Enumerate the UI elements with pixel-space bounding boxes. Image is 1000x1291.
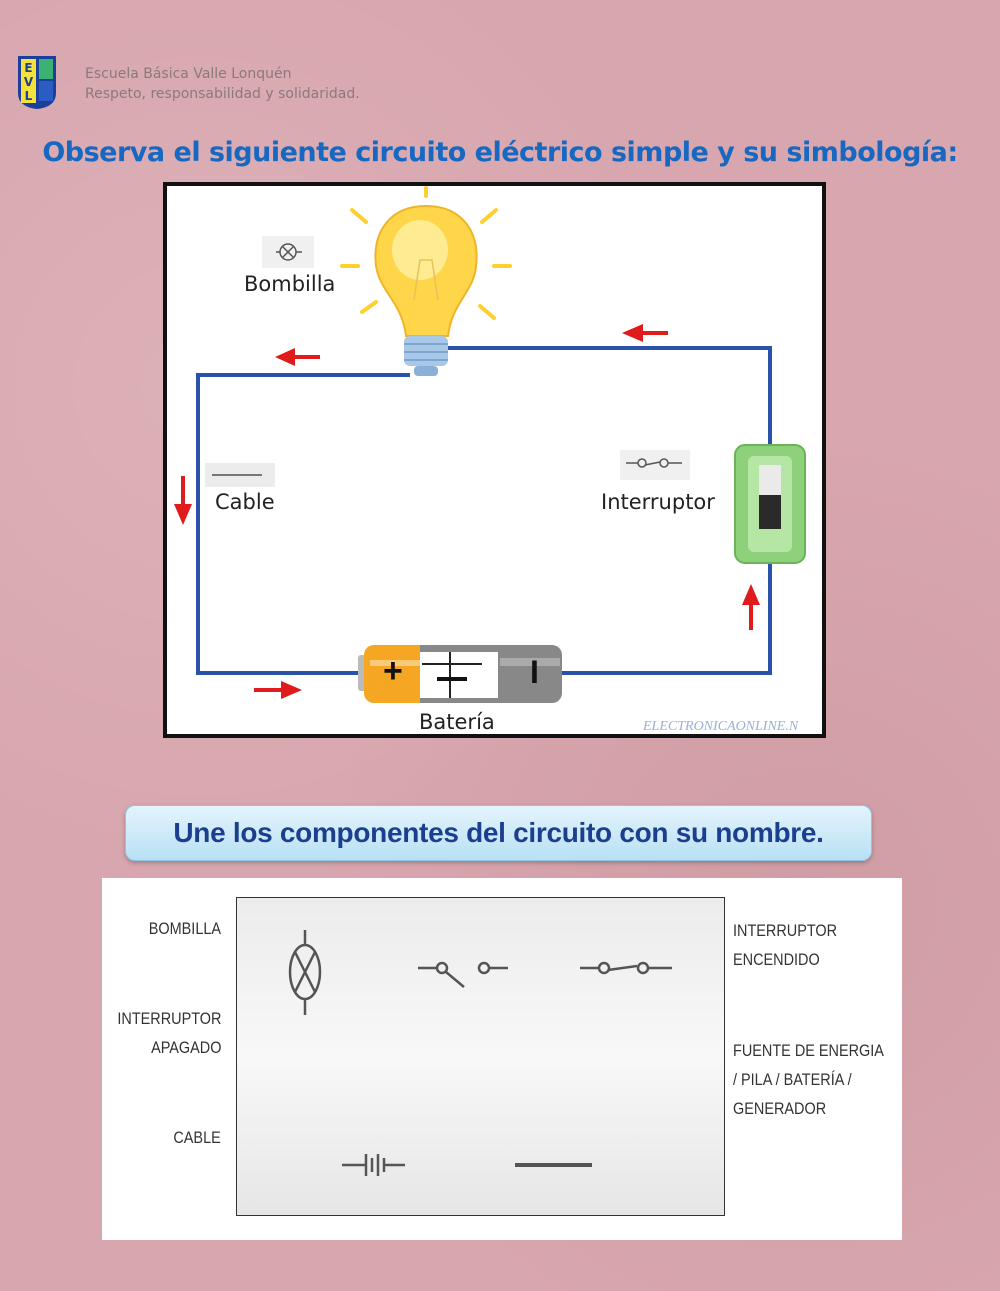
school-header: Escuela Básica Valle Lonquén Respeto, re… xyxy=(85,64,360,104)
watermark: ELECTRONICAONLINE.N xyxy=(643,719,799,734)
school-motto: Respeto, responsabilidad y solidaridad. xyxy=(85,86,360,102)
label-cable: Cable xyxy=(215,490,275,514)
left-label-bulb: BOMBILLA xyxy=(148,919,221,938)
page-title: Observa el siguiente circuito eléctrico … xyxy=(42,137,958,168)
svg-text:E: E xyxy=(24,61,32,75)
battery-minus: I xyxy=(530,654,539,690)
circuit-illustration xyxy=(163,182,826,738)
label-bulb: Bombilla xyxy=(244,272,336,296)
battery-plus: + xyxy=(383,652,403,690)
left-label-switch-off: INTERRUPTOR APAGADO xyxy=(116,1009,221,1057)
label-battery: Batería xyxy=(419,710,495,734)
symbols-box xyxy=(236,897,725,1216)
svg-text:L: L xyxy=(25,89,33,103)
school-logo: E V L xyxy=(17,55,57,110)
school-name: Escuela Básica Valle Lonquén xyxy=(85,66,292,82)
svg-text:V: V xyxy=(24,75,34,89)
instruction-banner: Une los componentes del circuito con su … xyxy=(125,805,872,861)
left-label-cable: CABLE xyxy=(173,1128,221,1147)
right-label-power-source: FUENTE DE ENERGIA / PILA / BATERÍA / GEN… xyxy=(733,1041,884,1118)
label-switch: Interruptor xyxy=(601,490,715,514)
right-label-switch-on: INTERRUPTOR ENCENDIDO xyxy=(733,921,838,969)
